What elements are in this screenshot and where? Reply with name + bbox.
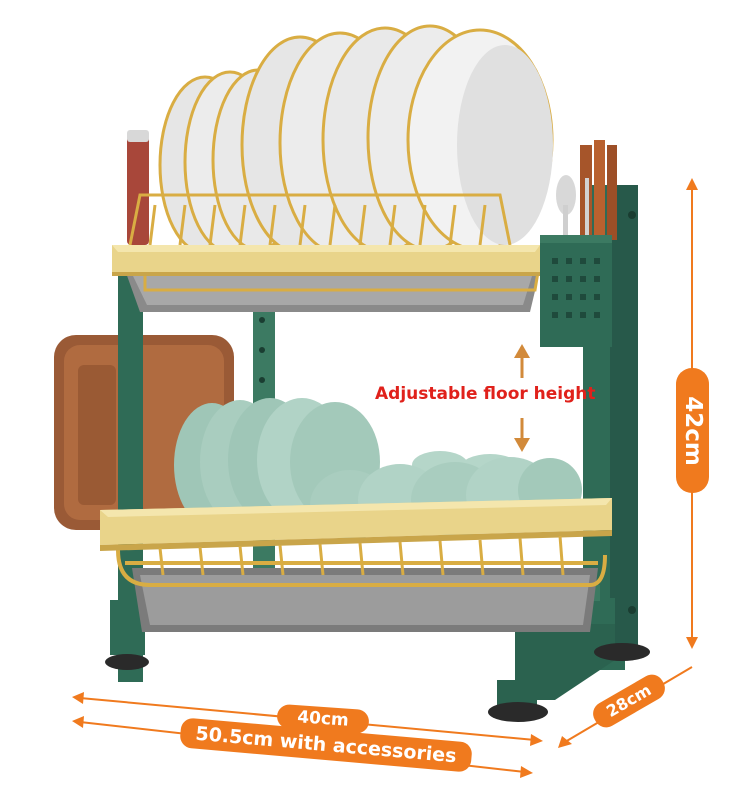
adjustment-arrows	[514, 344, 530, 452]
right-side-post	[610, 185, 638, 650]
cutlery-holder	[540, 140, 617, 347]
rack-feet	[105, 604, 650, 722]
height-dimension-text: 42cm	[679, 395, 706, 466]
lower-tray-wires	[158, 535, 565, 576]
knife-handle	[127, 130, 149, 245]
height-dimension-label: 42cm	[676, 368, 709, 493]
plates	[158, 24, 554, 255]
front-right-leg	[515, 624, 615, 700]
upper-gold-tray	[112, 245, 540, 276]
adjustable-height-callout: Adjustable floor height	[375, 384, 596, 404]
lower-gold-tray	[100, 498, 612, 551]
lower-drip-tray	[132, 568, 598, 632]
